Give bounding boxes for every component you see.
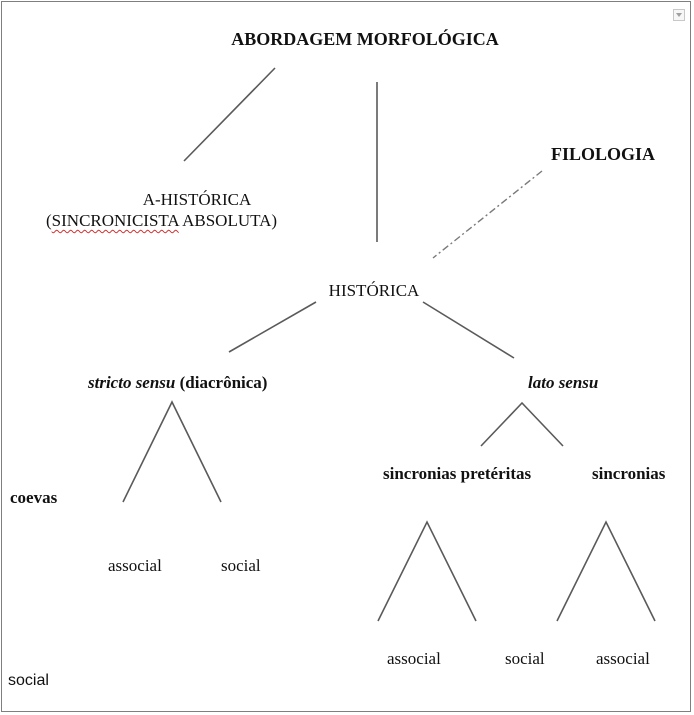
node-sincronias-preteritas: sincronias pretéritas (383, 464, 532, 483)
connector-historica-lato (422, 301, 515, 359)
subtitle-absoluta: ABSOLUTA) (178, 211, 278, 230)
node-filologia: FILOLOGIA (551, 144, 656, 164)
open-paren: ( (46, 211, 52, 230)
node-lato-sensu: lato sensu (528, 373, 599, 392)
node-stricto-sensu: stricto sensu (diacrônica) (88, 373, 267, 393)
node-sincronias: sincronias (592, 464, 666, 483)
node-a-historica: A-HISTÓRICA (142, 190, 252, 209)
node-historica: HISTÓRICA (328, 281, 420, 300)
connector-stricto-children (122, 400, 222, 503)
stray-social-label: social (8, 672, 49, 689)
connector-preteritas-children (377, 520, 477, 622)
spellcheck-word-sincronicista: SINCRONICISTA (51, 211, 179, 230)
dropdown-handle-icon[interactable] (673, 9, 685, 21)
stricto-sensu-qualifier: (diacrônica) (175, 373, 268, 392)
connector-sincronias-children (556, 520, 656, 622)
stricto-sensu-term: stricto sensu (88, 373, 176, 392)
leaf-sincronias-associal: associal (596, 649, 650, 668)
leaf-preteritas-associal: associal (387, 649, 441, 668)
node-coevas: coevas (10, 488, 58, 507)
connector-filologia-historica (432, 170, 543, 259)
leaf-stricto-social: social (221, 556, 261, 575)
node-a-historica-subtitle: (SINCRONICISTA ABSOLUTA) (46, 211, 277, 231)
connector-title-a-historica (183, 67, 276, 162)
connector-lato-children (480, 401, 564, 447)
diagram-title: ABORDAGEM MORFOLÓGICA (231, 29, 499, 49)
leaf-stricto-associal: associal (108, 556, 162, 575)
connector-historica-stricto (228, 301, 317, 353)
leaf-preteritas-social: social (505, 649, 545, 668)
